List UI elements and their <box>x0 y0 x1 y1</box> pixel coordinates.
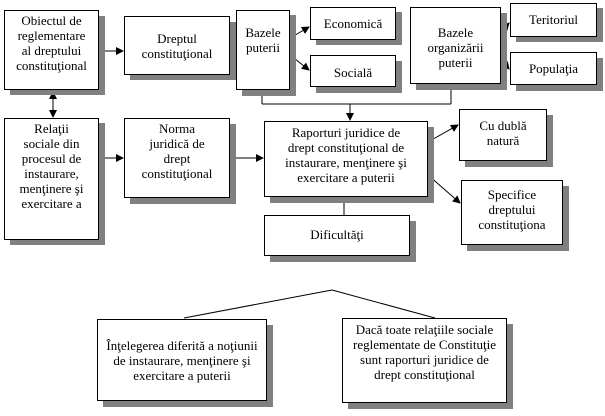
label-dificultati: Dificultăţi <box>310 227 364 242</box>
edge-split-left <box>183 289 333 319</box>
label-intelegerea: Înţelegerea diferită a noţiunii de insta… <box>106 337 258 383</box>
label-dreptul: Dreptul constituţional <box>141 30 213 61</box>
label-norma: Norma juridică de drept constituţional <box>141 121 213 181</box>
box-dificultati: Dificultăţi <box>264 215 410 256</box>
box-populatia: Populaţia <box>510 52 597 85</box>
label-bazele-organizarii: Bazele organizării puterii <box>427 25 484 70</box>
box-specifice-dreptului: Specifice dreptului constituţiona <box>461 180 563 245</box>
label-raporturi: Raporturi juridice de drept constituţion… <box>285 125 407 185</box>
edge-split-right <box>331 289 436 319</box>
box-obiectul-de-reglementare: Obiectul de reglementare al dreptului co… <box>4 10 99 90</box>
label-populatia: Populaţia <box>528 61 579 76</box>
box-cu-dubla-natura: Cu dublă natură <box>459 109 547 161</box>
box-sociala: Socială <box>310 55 396 87</box>
label-cu-dubla: Cu dublă natură <box>479 118 527 148</box>
label-teritoriul: Teritoriul <box>529 12 578 27</box>
box-intelegerea-diferita: Înţelegerea diferită a noţiunii de insta… <box>97 319 267 401</box>
label-relatii: Relaţii sociale din procesul de instaura… <box>19 121 84 211</box>
box-dreptul-constitutional: Dreptul constituţional <box>124 16 230 75</box>
box-bazele-organizarii: Bazele organizării puterii <box>410 7 501 84</box>
label-specifice: Specifice dreptului constituţiona <box>478 187 546 232</box>
box-economica: Economică <box>310 7 396 40</box>
box-norma-juridica: Norma juridică de drept constituţional <box>124 118 230 198</box>
label-bazele-puterii: Bazele puterii <box>245 25 281 55</box>
label-economica: Economică <box>323 16 383 31</box>
box-daca-toate-relatiile: Dacă toate relaţiile sociale reglementat… <box>342 318 507 403</box>
box-teritoriul: Teritoriul <box>510 3 597 37</box>
box-bazele-puterii: Bazele puterii <box>236 10 290 90</box>
box-raporturi-juridice: Raporturi juridice de drept constituţion… <box>264 121 428 197</box>
label-obiectul: Obiectul de reglementare al dreptului co… <box>16 13 87 73</box>
label-sociala: Socială <box>333 65 373 80</box>
box-relatii-sociale: Relaţii sociale din procesul de instaura… <box>4 118 99 240</box>
label-daca-toate: Dacă toate relaţiile sociale reglementat… <box>353 322 496 382</box>
